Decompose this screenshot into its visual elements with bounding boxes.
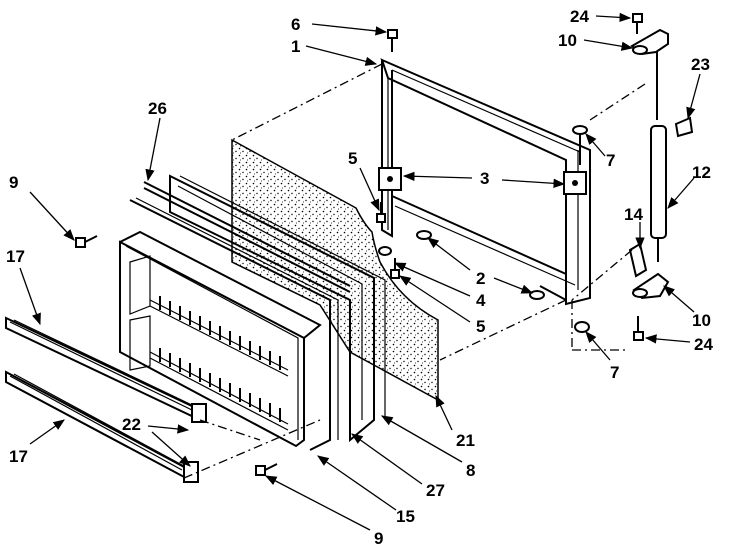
top-hinge bbox=[630, 28, 669, 120]
callout-10-top: 10 bbox=[558, 31, 577, 50]
gasket-strip bbox=[143, 181, 351, 293]
callout-3: 3 bbox=[480, 169, 489, 188]
callout-4: 4 bbox=[476, 291, 486, 310]
callout-9-left: 9 bbox=[9, 173, 18, 192]
callout-22: 22 bbox=[122, 415, 141, 434]
door-frame bbox=[380, 58, 591, 306]
hinge-cap-top bbox=[572, 125, 588, 165]
callout-8: 8 bbox=[466, 461, 475, 480]
callout-26: 26 bbox=[148, 99, 167, 118]
callout-2: 2 bbox=[476, 269, 485, 288]
hinge-label bbox=[674, 116, 694, 138]
callout-24-bottom: 24 bbox=[694, 335, 713, 354]
leader-lines bbox=[19, 12, 701, 531]
screw-left bbox=[75, 235, 98, 248]
bottom-hinge-bracket bbox=[628, 242, 648, 278]
spacer-right bbox=[529, 290, 545, 300]
washer bbox=[378, 246, 392, 256]
spacer-left bbox=[416, 230, 432, 240]
screw-upper bbox=[376, 202, 386, 223]
hinge-bracket-left bbox=[378, 167, 402, 191]
callout-10-bottom: 10 bbox=[692, 311, 711, 330]
frame-screw bbox=[387, 29, 398, 52]
callout-14: 14 bbox=[624, 205, 643, 224]
door-gasket bbox=[169, 174, 386, 443]
bottom-hinge bbox=[632, 272, 670, 300]
callout-6: 6 bbox=[291, 15, 300, 34]
door-liner-outer bbox=[129, 197, 339, 451]
callout-15: 15 bbox=[396, 507, 415, 526]
hinge-cap-bottom bbox=[571, 300, 590, 350]
callout-12: 12 bbox=[692, 163, 711, 182]
callout-1: 1 bbox=[291, 37, 300, 56]
callout-17-top: 17 bbox=[6, 247, 25, 266]
callout-27: 27 bbox=[426, 481, 445, 500]
callout-7-bottom: 7 bbox=[610, 363, 619, 382]
callout-23: 23 bbox=[691, 55, 710, 74]
callouts: 6 1 24 10 23 7 3 12 14 5 9 26 2 4 5 10 2… bbox=[6, 7, 713, 548]
assembly-guides bbox=[183, 63, 646, 479]
callout-5-top: 5 bbox=[348, 149, 357, 168]
callout-17-bottom: 17 bbox=[9, 447, 28, 466]
callout-7-top: 7 bbox=[606, 151, 615, 170]
callout-21: 21 bbox=[456, 431, 475, 450]
bottom-hinge-screw bbox=[633, 316, 644, 341]
callout-24-top: 24 bbox=[570, 7, 589, 26]
screw-bottom bbox=[255, 463, 278, 476]
torsion-bar bbox=[650, 125, 667, 262]
callout-5-bottom: 5 bbox=[476, 317, 485, 336]
screw-lower bbox=[390, 258, 400, 279]
hinge-bracket-right bbox=[563, 171, 587, 195]
top-hinge-screw bbox=[632, 13, 643, 34]
door-liner bbox=[119, 230, 322, 448]
shelf-bar-upper bbox=[5, 316, 207, 423]
callout-9-bottom: 9 bbox=[374, 529, 383, 548]
shelf-bar-lower bbox=[5, 370, 199, 483]
